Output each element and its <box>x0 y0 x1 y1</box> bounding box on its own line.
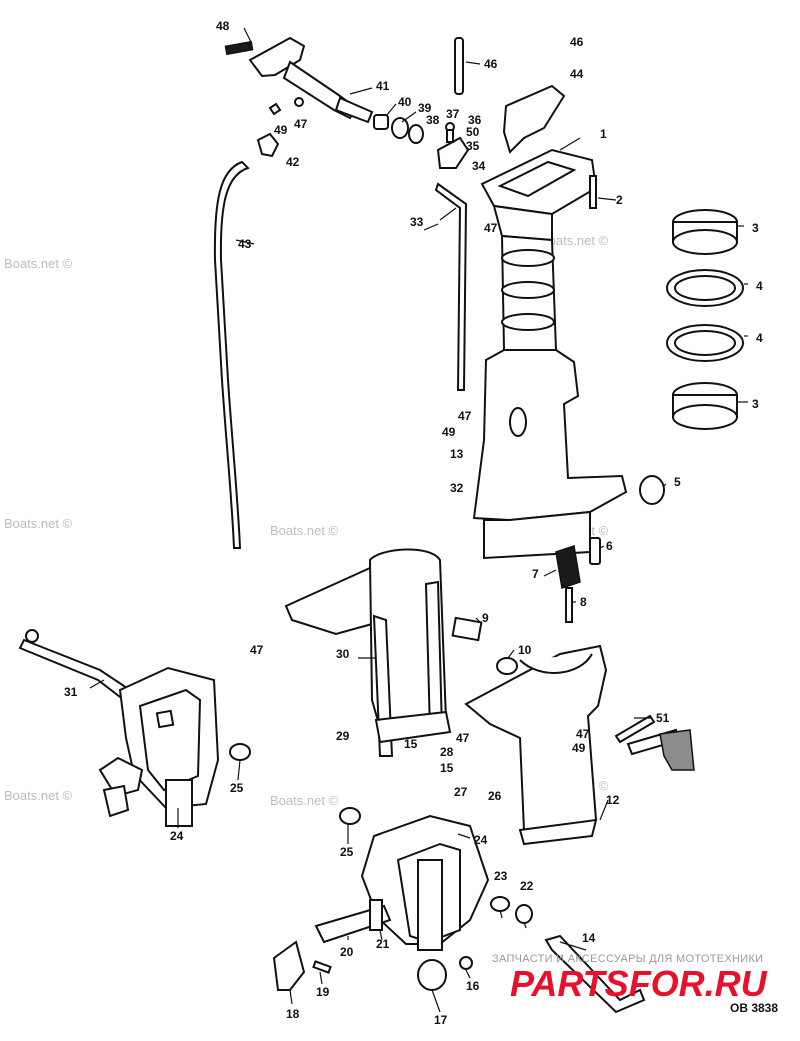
callout-48: 48 <box>216 19 230 33</box>
callout-46-right: 46 <box>570 35 584 49</box>
callout-51: 51 <box>656 711 670 725</box>
callout-33: 33 <box>410 215 424 229</box>
callout-3-top: 3 <box>752 221 759 235</box>
callout-46-top: 46 <box>484 57 498 71</box>
watermark: Boats.net © <box>540 233 609 248</box>
callout-18: 18 <box>286 1007 300 1021</box>
callout-9: 9 <box>482 611 489 625</box>
callout-10: 10 <box>518 643 532 657</box>
callout-1: 1 <box>600 127 607 141</box>
shift-rod <box>213 160 250 549</box>
callout-41: 41 <box>376 79 390 93</box>
dowel-pin <box>589 537 601 565</box>
screw <box>565 587 573 623</box>
callout-19: 19 <box>316 985 330 999</box>
callout-47-e: 47 <box>576 727 590 741</box>
callout-24-b: 24 <box>474 833 488 847</box>
callout-42: 42 <box>286 155 300 169</box>
callout-47-f: 47 <box>456 731 470 745</box>
watermark: Boats.net © <box>270 793 339 808</box>
logo-name: PARTSFOR.RU <box>510 963 768 1004</box>
pin <box>454 37 464 95</box>
callout-44: 44 <box>570 67 584 81</box>
callout-24-a: 24 <box>170 829 184 843</box>
callout-29: 29 <box>336 729 350 743</box>
exhaust-housing <box>464 644 608 846</box>
clamp-bracket-bottom <box>272 807 646 1014</box>
callout-14: 14 <box>582 931 596 945</box>
watermark: Boats.net © <box>270 523 339 538</box>
logo-tagline: ЗАПЧАСТИ И АКСЕССУАРЫ ДЛЯ МОТОТЕХНИКИ <box>492 953 763 965</box>
callout-47-d: 47 <box>250 643 264 657</box>
drive-shaft-housing <box>472 148 628 560</box>
callout-2: 2 <box>616 193 623 207</box>
exhaust-cover <box>502 84 566 154</box>
callout-23: 23 <box>494 869 508 883</box>
leader-lines <box>89 27 748 1013</box>
callout-21: 21 <box>376 937 390 951</box>
callout-28: 28 <box>440 745 454 759</box>
callout-20: 20 <box>340 945 354 959</box>
callout-47-b: 47 <box>484 221 498 235</box>
shift-bracket <box>436 136 470 169</box>
callout-49-c: 49 <box>572 741 586 755</box>
callout-43: 43 <box>238 237 252 251</box>
callout-16: 16 <box>466 979 480 993</box>
callout-25-b: 25 <box>340 845 354 859</box>
callout-5: 5 <box>674 475 681 489</box>
callout-39: 39 <box>418 101 432 115</box>
watermark: Boats.net © <box>4 516 73 531</box>
callout-47-c: 47 <box>458 409 472 423</box>
callout-35: 35 <box>466 139 480 153</box>
callout-40: 40 <box>398 95 412 109</box>
callout-labels: 48 41 40 39 38 37 36 50 35 34 33 46 46 4… <box>64 19 763 1027</box>
callout-32: 32 <box>450 481 464 495</box>
callout-15-a: 15 <box>404 737 418 751</box>
watermark: Boats.net © <box>4 788 73 803</box>
clamp-bracket-left <box>18 629 251 827</box>
callout-15-b: 15 <box>440 761 454 775</box>
callout-31: 31 <box>64 685 78 699</box>
callout-34: 34 <box>472 159 486 173</box>
callout-26: 26 <box>488 789 502 803</box>
watermark: Boats.net © <box>4 256 73 271</box>
callout-49-a: 49 <box>274 123 288 137</box>
callout-7: 7 <box>532 567 539 581</box>
callout-30: 30 <box>336 647 350 661</box>
diagram-reference: OB 3838 <box>730 1001 778 1015</box>
callout-4-top: 4 <box>756 279 763 293</box>
spring-clip <box>614 714 656 744</box>
tiller-grip <box>659 729 695 771</box>
callout-37: 37 <box>446 107 460 121</box>
callout-47-a: 47 <box>294 117 308 131</box>
shift-lever-assembly <box>224 36 424 158</box>
callout-12: 12 <box>606 793 620 807</box>
callout-13: 13 <box>450 447 464 461</box>
site-logo: ЗАПЧАСТИ И АКСЕССУАРЫ ДЛЯ МОТОТЕХНИКИ PA… <box>492 953 768 1004</box>
callout-22: 22 <box>520 879 534 893</box>
callout-17: 17 <box>434 1013 448 1027</box>
swivel-bracket <box>284 548 483 757</box>
callout-36: 36 <box>468 113 482 127</box>
callout-8: 8 <box>580 595 587 609</box>
callout-27: 27 <box>454 785 468 799</box>
callout-50: 50 <box>466 125 480 139</box>
plug <box>639 475 665 505</box>
bearing-ring-set <box>666 209 744 430</box>
shift-link-rod <box>434 182 468 391</box>
callout-49-b: 49 <box>442 425 456 439</box>
callout-38: 38 <box>426 113 440 127</box>
callout-4-bottom: 4 <box>756 331 763 345</box>
decal <box>555 545 581 589</box>
callout-6: 6 <box>606 539 613 553</box>
callout-3-bottom: 3 <box>752 397 759 411</box>
callout-25-a: 25 <box>230 781 244 795</box>
